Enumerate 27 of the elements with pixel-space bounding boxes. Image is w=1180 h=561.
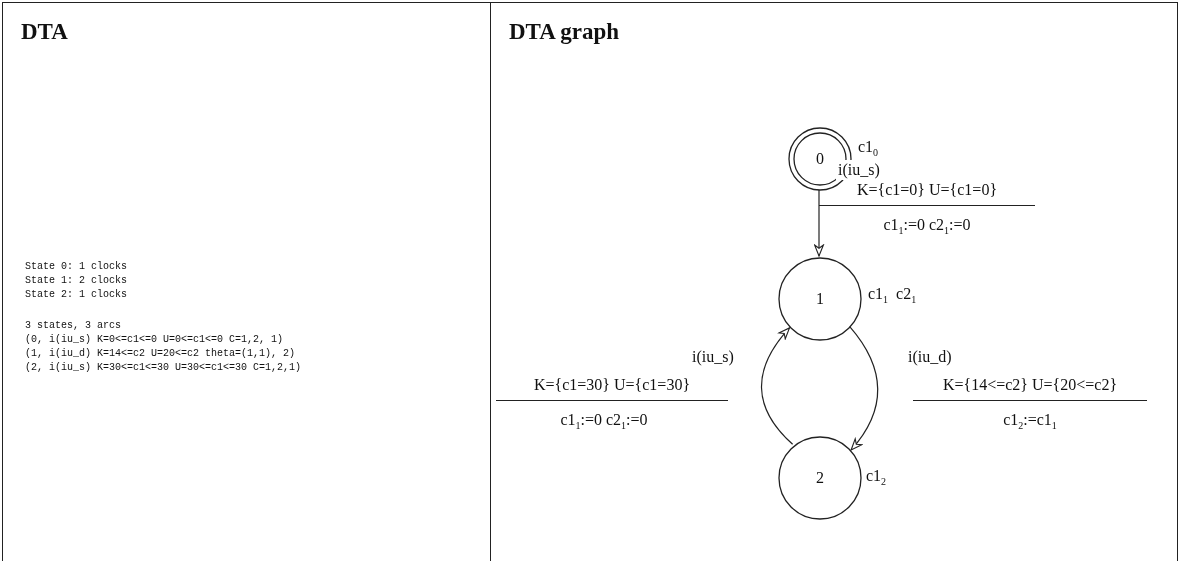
edge-label: i(iu_d) bbox=[906, 347, 954, 367]
state-number: 1 bbox=[816, 291, 824, 307]
code-line: (1, i(iu_d) K=14<=c2 U=20<=c2 theta=(1,1), 2) bbox=[25, 348, 296, 359]
reset-label: c1$_{1}$:=0 c2$_{1}$:=0 bbox=[882, 215, 972, 239]
guard-label: K={c1=0} U={c1=0} bbox=[819, 180, 1035, 206]
panel bbox=[2, 2, 491, 561]
panel-heading: DTA graph bbox=[509, 19, 620, 45]
edge-label: i(iu_s) bbox=[690, 347, 736, 367]
code-line: 3 states, 3 arcs bbox=[25, 320, 121, 331]
code-line: State 1: 2 clocks bbox=[25, 275, 128, 286]
state-circle bbox=[778, 257, 862, 341]
panel-heading: DTA bbox=[21, 19, 68, 45]
state-circle bbox=[778, 436, 862, 520]
transition-arrow bbox=[760, 327, 794, 445]
reset-label: c1$_{2}$:=c1$_{1}$ bbox=[1002, 410, 1058, 434]
code-line: State 2: 1 clocks bbox=[25, 289, 128, 300]
transition-arrow bbox=[814, 189, 824, 257]
code-line: (0, i(iu_s) K=0<=c1<=0 U=0<=c1<=0 C=1,2, 1) bbox=[25, 334, 284, 345]
state-number: 0 bbox=[816, 151, 824, 167]
edge-label: i(iu_s) bbox=[836, 160, 882, 180]
guard-label: K={c1=30} U={c1=30} bbox=[496, 375, 728, 401]
code-line: State 0: 1 clocks bbox=[25, 261, 128, 272]
code-line: (2, i(iu_s) K=30<=c1<=30 U=30<=c1<=30 C=1,2,1) bbox=[25, 362, 302, 373]
reset-label: c1$_{1}$:=0 c2$_{1}$:=0 bbox=[559, 410, 649, 434]
state-number: 2 bbox=[816, 470, 824, 486]
transition-arrow bbox=[849, 326, 879, 451]
guard-label: K={14<=c2} U={20<=c2} bbox=[913, 375, 1147, 401]
